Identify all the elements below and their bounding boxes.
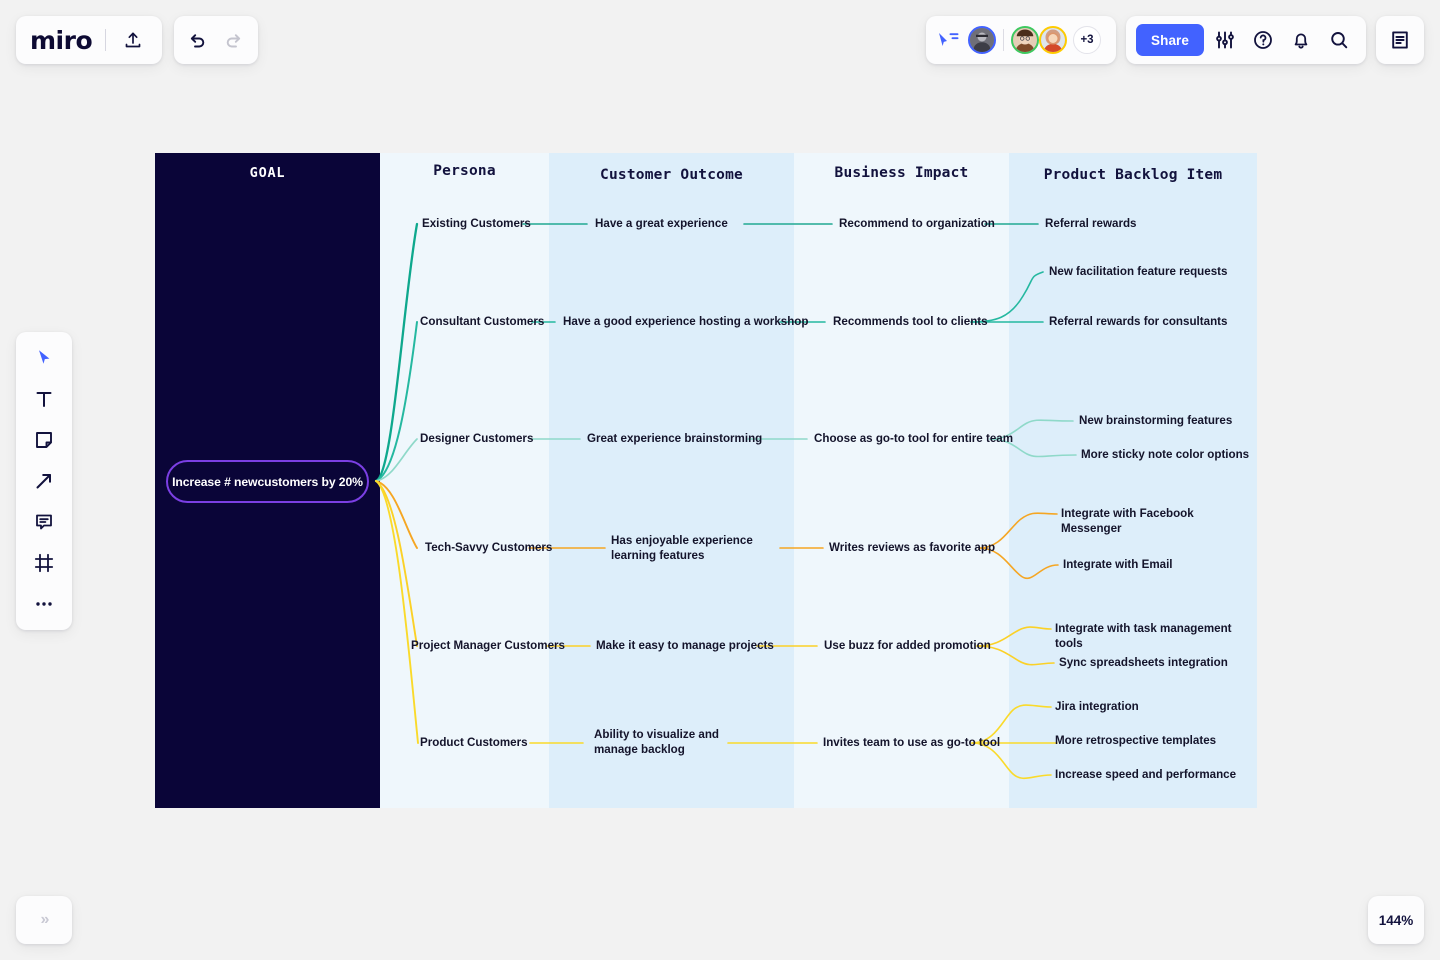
node-persona-designer-customers[interactable]: Designer Customers [420, 432, 534, 445]
node-backlog-new-brainstorming-features[interactable]: New brainstorming features [1079, 414, 1233, 427]
node-backlog-integrate-with-task-management-tools[interactable]: Integrate with task management tools [1055, 622, 1232, 650]
avatar[interactable] [1039, 26, 1067, 54]
document-panel-icon[interactable] [1376, 16, 1424, 64]
comment-bubble-icon[interactable] [24, 505, 64, 539]
zoom-level-control[interactable]: 144% [1368, 896, 1424, 944]
ellipsis-icon[interactable] [24, 587, 64, 621]
divider [1003, 29, 1004, 51]
column-title-product-backlog-item: Product Backlog Item [1043, 167, 1223, 183]
collaborators-panel: +3 [926, 16, 1116, 64]
sliders-icon[interactable] [1208, 23, 1242, 57]
column-title-persona: Persona [433, 163, 496, 179]
node-persona-product-customers[interactable]: Product Customers [420, 736, 528, 749]
column-title-customer-outcome: Customer Outcome [600, 167, 743, 183]
text-t-icon[interactable] [24, 382, 64, 416]
node-backlog-more-retrospective-templates[interactable]: More retrospective templates [1055, 734, 1217, 747]
node-persona-consultant-customers[interactable]: Consultant Customers [420, 315, 545, 328]
column-title-goal: GOAL [249, 165, 286, 181]
node-impact-product-customers[interactable]: Invites team to use as go-to tool [823, 736, 1001, 749]
node-impact-project-manager-customers[interactable]: Use buzz for added promotion [824, 639, 991, 652]
miro-logo[interactable]: miro [30, 25, 93, 55]
question-circle-icon[interactable] [1246, 23, 1280, 57]
node-backlog-integrate-with-email[interactable]: Integrate with Email [1063, 558, 1173, 571]
column-title-business-impact: Business Impact [834, 165, 969, 181]
actions-panel: Share [1126, 16, 1366, 64]
cursor-arrow-icon[interactable] [24, 341, 64, 375]
node-backlog-more-sticky-note-color-options[interactable]: More sticky note color options [1081, 448, 1250, 461]
bell-icon[interactable] [1284, 23, 1318, 57]
node-outcome-existing-customers[interactable]: Have a great experience [595, 217, 728, 230]
column-customer-outcome [549, 153, 794, 808]
tool-rail [16, 332, 72, 630]
node-outcome-designer-customers[interactable]: Great experience brainstorming [587, 432, 763, 445]
column-product-backlog-item [1009, 153, 1257, 808]
node-backlog-sync-spreadsheets-integration[interactable]: Sync spreadsheets integration [1059, 656, 1228, 669]
column-persona [380, 153, 549, 808]
goal-node-label: Increase # newcustomers by 20% [172, 474, 363, 489]
node-outcome-consultant-customers[interactable]: Have a good experience hosting a worksho… [563, 315, 809, 328]
node-impact-designer-customers[interactable]: Choose as go-to tool for entire team [814, 432, 1014, 445]
column-business-impact [794, 153, 1009, 808]
node-backlog-integrate-with-facebook-messenger[interactable]: Integrate with Facebook Messenger [1061, 507, 1194, 535]
node-backlog-referral-rewards[interactable]: Referral rewards [1045, 217, 1137, 230]
node-persona-existing-customers[interactable]: Existing Customers [422, 217, 531, 230]
node-outcome-product-customers[interactable]: Ability to visualize and manage backlog [594, 728, 719, 756]
node-impact-consultant-customers[interactable]: Recommends tool to clients [833, 315, 988, 328]
board-frame: GOAL Persona Customer Outcome Business I… [155, 153, 1257, 808]
divider [105, 29, 106, 51]
node-backlog-increase-speed-and-performance[interactable]: Increase speed and performance [1055, 768, 1237, 781]
node-impact-existing-customers[interactable]: Recommend to organization [839, 217, 995, 230]
node-backlog-referral-rewards-for-consultants[interactable]: Referral rewards for consultants [1049, 315, 1228, 328]
zoom-level-label: 144% [1378, 912, 1414, 928]
node-outcome-project-manager-customers[interactable]: Make it easy to manage projects [596, 639, 774, 652]
node-persona-tech-savvy-customers[interactable]: Tech-Savvy Customers [425, 541, 553, 554]
node-backlog-new-facilitation-feature-requests[interactable]: New facilitation feature requests [1049, 265, 1228, 278]
share-button[interactable]: Share [1136, 24, 1205, 56]
goal-node[interactable]: Increase # newcustomers by 20% [166, 460, 369, 503]
undo-icon[interactable] [180, 23, 214, 57]
node-impact-tech-savvy-customers[interactable]: Writes reviews as favorite app [829, 541, 996, 554]
avatar[interactable] [1011, 26, 1039, 54]
frame-icon[interactable] [24, 546, 64, 580]
node-backlog-jira-integration[interactable]: Jira integration [1055, 700, 1139, 713]
upload-icon[interactable] [119, 23, 148, 57]
history-panel [174, 16, 258, 64]
node-outcome-tech-savvy-customers[interactable]: Has enjoyable experience learning featur… [611, 534, 753, 562]
cursor-chat-icon[interactable] [936, 27, 962, 53]
logo-panel: miro [16, 16, 162, 64]
sticky-note-icon[interactable] [24, 423, 64, 457]
avatar-group: +3 [968, 26, 1101, 54]
double-chevron-right-icon[interactable]: » [16, 896, 72, 944]
avatar[interactable] [968, 26, 996, 54]
arrow-diagonal-icon[interactable] [24, 464, 64, 498]
collaborator-overflow-count[interactable]: +3 [1073, 26, 1101, 54]
search-icon[interactable] [1322, 23, 1356, 57]
collapse-glyph: » [40, 911, 50, 928]
node-persona-project-manager-customers[interactable]: Project Manager Customers [411, 639, 565, 652]
redo-icon[interactable] [216, 23, 250, 57]
